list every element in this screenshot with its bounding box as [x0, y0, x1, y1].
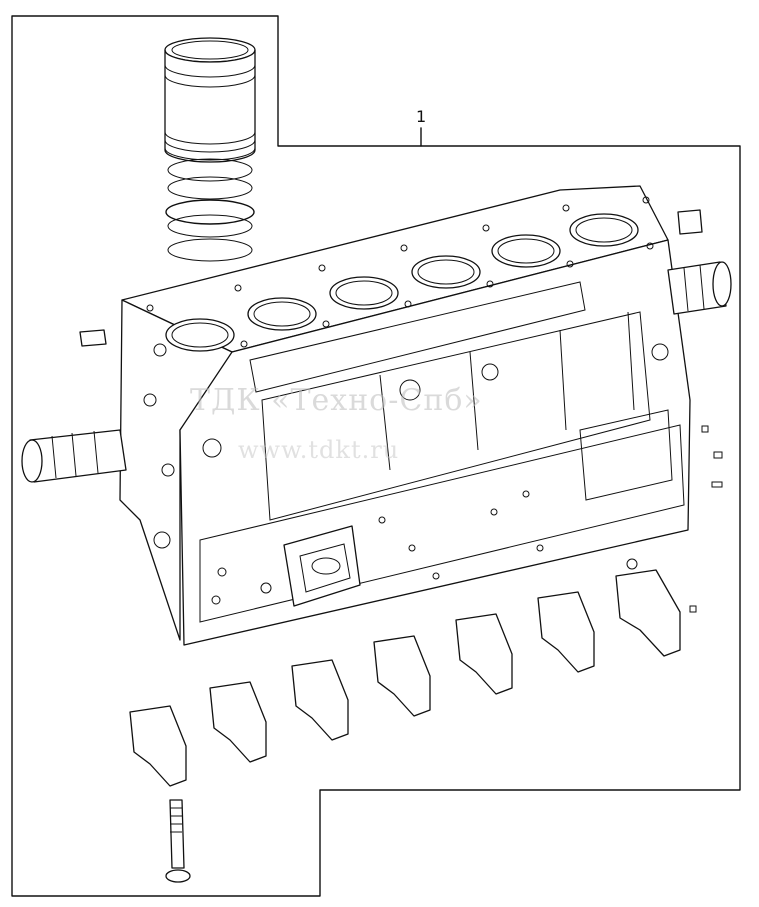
watermark-line2: www.tdkt.ru — [238, 436, 399, 464]
main-bearing-caps — [129, 569, 681, 787]
deck-bolt-holes — [146, 196, 654, 348]
cam-bushing-right — [667, 261, 732, 315]
plug-bolts — [79, 209, 723, 613]
assembly-boundary — [11, 15, 741, 897]
cylinder-liner — [164, 37, 256, 163]
cap-bolt — [165, 799, 191, 883]
liner-seal-rings — [165, 158, 255, 262]
callout-number: 1 — [416, 107, 426, 126]
cylinder-bores — [165, 213, 639, 352]
watermark-line1: ТДК «Техно-Спб» — [190, 383, 483, 418]
cam-bushing-left — [21, 429, 127, 483]
